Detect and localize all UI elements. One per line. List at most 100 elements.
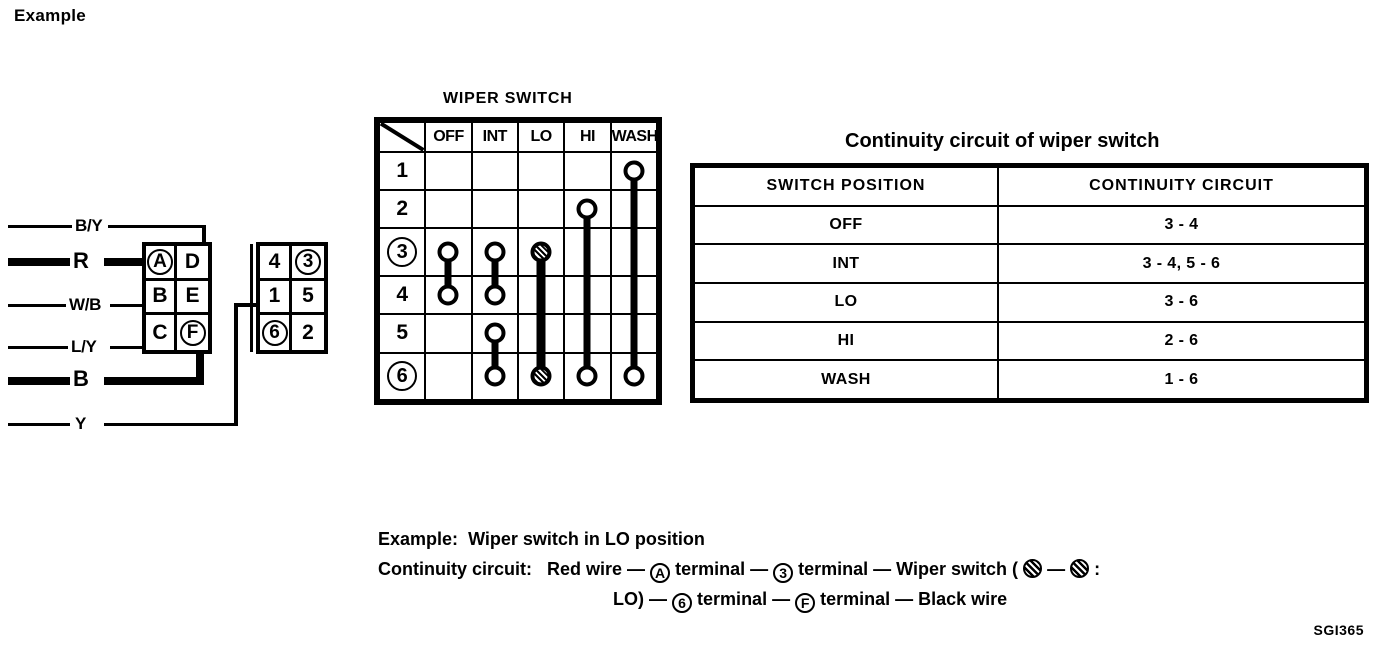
wire-line-ly (8, 346, 70, 349)
example-line-2-d: — (1047, 559, 1066, 579)
example-explanation: Example: Wiper switch in LO position Con… (378, 524, 1100, 614)
contact-link-int-lower (491, 333, 499, 375)
cell-int-5 (470, 313, 519, 375)
continuity-position-off: OFF (693, 204, 999, 246)
terminal-f-label: F (179, 319, 206, 346)
matrix-corner-cell (377, 121, 427, 153)
matrix-col-wash: WASH (609, 121, 658, 153)
pin-2[interactable]: 2 (292, 315, 324, 350)
continuity-position-wash: WASH (693, 359, 999, 400)
matrix-col-hi: HI (563, 121, 612, 153)
cell-lo-2 (516, 188, 566, 230)
contact-node-int-4 (484, 284, 506, 306)
contact-link-lo (536, 252, 546, 376)
matrix-row-label-1: 1 (377, 150, 427, 192)
pin-1[interactable]: 1 (260, 280, 292, 316)
matrix-col-int: INT (470, 121, 519, 153)
continuity-position-int: INT (693, 243, 999, 284)
table-row: LO 3 - 6 (693, 281, 1367, 323)
contact-node-int-3 (484, 241, 506, 263)
continuity-circuit-wash: 1 - 6 (996, 359, 1367, 400)
continuity-header-circuit: CONTINUITY CIRCUIT (996, 166, 1367, 207)
wire-line-y (8, 423, 70, 426)
matrix-row: 1 (377, 150, 659, 376)
harness-connector[interactable]: A D B E C F (142, 242, 212, 354)
example-line-3-c: terminal — Black wire (820, 589, 1008, 609)
cell-int-3 (470, 227, 519, 294)
terminal-6-icon: 6 (672, 593, 693, 613)
wire-seg-y-v (234, 303, 238, 426)
contact-node-lo-6 (530, 365, 552, 387)
wire-seg-b-h (104, 377, 204, 385)
wire-line-wb (8, 304, 70, 307)
cell-off-1 (424, 150, 473, 192)
continuity-position-hi: HI (693, 320, 999, 362)
matrix-col-off: OFF (424, 121, 473, 153)
terminal-a[interactable]: A (146, 246, 177, 281)
pin-5[interactable]: 5 (292, 281, 324, 316)
example-line-1-label: Example: (378, 529, 459, 549)
terminal-d-label: D (184, 249, 201, 273)
diagonal-slash-icon (380, 123, 424, 151)
wire-seg-y-h2 (234, 303, 262, 307)
switch-connector[interactable]: 4 3 1 5 6 2 (256, 242, 328, 354)
wire-seg-r (104, 258, 148, 266)
terminal-a-label: A (147, 248, 173, 275)
wire-seg-wb (110, 304, 146, 307)
contact-node-off-4 (437, 284, 459, 306)
matrix-row-label-6: 6 (377, 351, 427, 402)
continuity-table: SWITCH POSITION CONTINUITY CIRCUIT OFF 3… (690, 163, 1369, 403)
wire-label-r: R (70, 250, 92, 272)
wire-seg-b-v (196, 350, 204, 383)
contact-node-lo-3 (530, 241, 552, 263)
wiring-harness-diagram: B/Y R W/B L/Y B Y A D B E C F 4 3 1 5 (0, 200, 360, 450)
contact-link-wash (630, 170, 638, 376)
contact-link-off (444, 252, 452, 294)
pin-4[interactable]: 4 (260, 246, 292, 281)
terminal-b[interactable]: B (146, 280, 177, 316)
wire-label-y: Y (72, 415, 90, 432)
terminal-e[interactable]: E (177, 281, 208, 316)
example-line-1-text: Wiper switch in LO position (468, 529, 705, 549)
switch-connector-rail (250, 244, 253, 352)
terminal-d[interactable]: D (177, 246, 208, 281)
pin-3-label: 3 (295, 248, 321, 275)
pin-3[interactable]: 3 (292, 246, 324, 281)
wire-line-r (8, 258, 70, 266)
matrix-row-label-4: 4 (377, 274, 427, 316)
pin-4-label: 4 (268, 249, 281, 273)
terminal-c[interactable]: C (146, 315, 177, 350)
continuity-circuit-off: 3 - 4 (996, 204, 1367, 246)
terminal-f[interactable]: F (177, 315, 208, 350)
matrix-col-lo: LO (516, 121, 566, 153)
wire-seg-by-h (108, 225, 205, 228)
table-row: INT 3 - 4, 5 - 6 (693, 243, 1367, 284)
matrix-row-label-3: 3 (377, 227, 427, 277)
matrix-row-3-circle: 3 (387, 237, 418, 268)
example-line-3-a: LO) — (613, 589, 668, 609)
matrix-row-6-circle: 6 (387, 361, 418, 392)
cell-wash-1 (609, 150, 659, 376)
cell-int-1 (470, 150, 519, 192)
hatched-contact-icon-a (1023, 559, 1043, 578)
matrix-row: 2 (377, 188, 659, 374)
terminal-f-icon: F (795, 593, 816, 613)
wire-seg-y-h (104, 423, 238, 426)
cell-lo-1 (516, 150, 566, 192)
continuity-position-lo: LO (693, 281, 999, 323)
pin-6[interactable]: 6 (260, 315, 292, 350)
example-line-2-a: Red wire — (547, 559, 646, 579)
terminal-b-label: B (152, 284, 168, 308)
example-line-1: Example: Wiper switch in LO position (378, 524, 1100, 554)
matrix-title: WIPER SWITCH (443, 90, 573, 107)
wire-label-ly: L/Y (68, 338, 100, 355)
cell-off-6 (424, 351, 473, 402)
continuity-circuit-int: 3 - 4, 5 - 6 (996, 243, 1367, 284)
continuity-circuit-lo: 3 - 6 (996, 281, 1367, 323)
terminal-e-label: E (185, 284, 200, 308)
matrix-row: 3 (377, 227, 659, 376)
matrix-row: 5 (377, 313, 659, 375)
matrix-row: 4 (377, 274, 659, 316)
figure-code: SGI365 (1313, 622, 1364, 638)
cell-off-5 (424, 313, 473, 354)
